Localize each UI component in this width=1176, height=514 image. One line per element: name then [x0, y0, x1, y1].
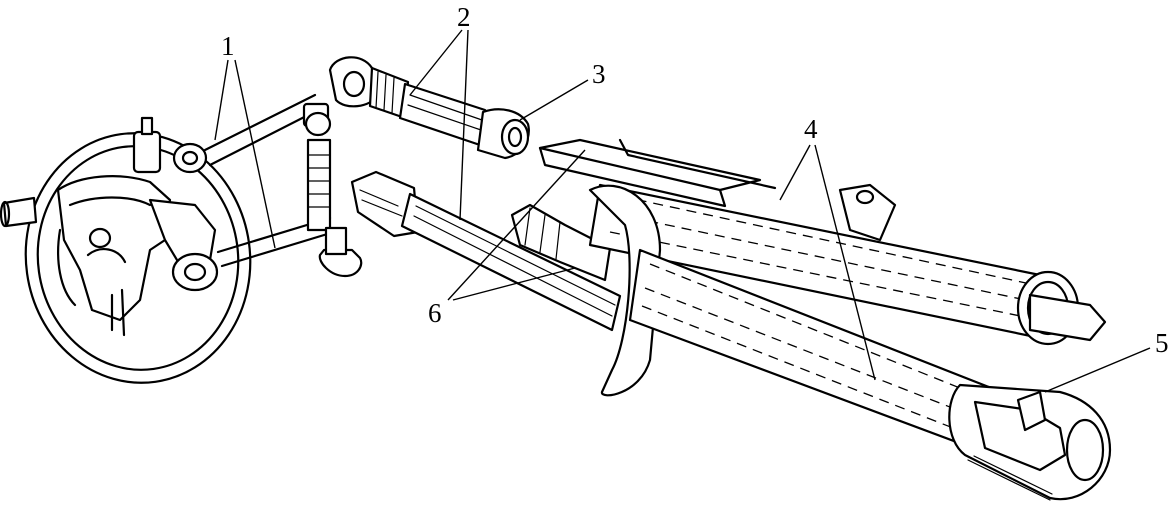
callout-1: 1: [221, 31, 235, 61]
lower-tie-rod: [350, 170, 622, 332]
wheel-hub-assembly: [0, 116, 252, 384]
rack-housing: [538, 138, 1112, 501]
leader-lines: [214, 29, 1151, 393]
callout-6: 6: [428, 298, 442, 328]
callout-labels: 1 2 3 4 5 6: [221, 2, 1169, 358]
upper-tie-rod: [328, 56, 530, 160]
control-arms: [203, 93, 363, 278]
callout-4: 4: [804, 114, 818, 144]
callout-2: 2: [457, 2, 471, 32]
callout-3: 3: [592, 59, 606, 89]
callout-5: 5: [1155, 328, 1169, 358]
